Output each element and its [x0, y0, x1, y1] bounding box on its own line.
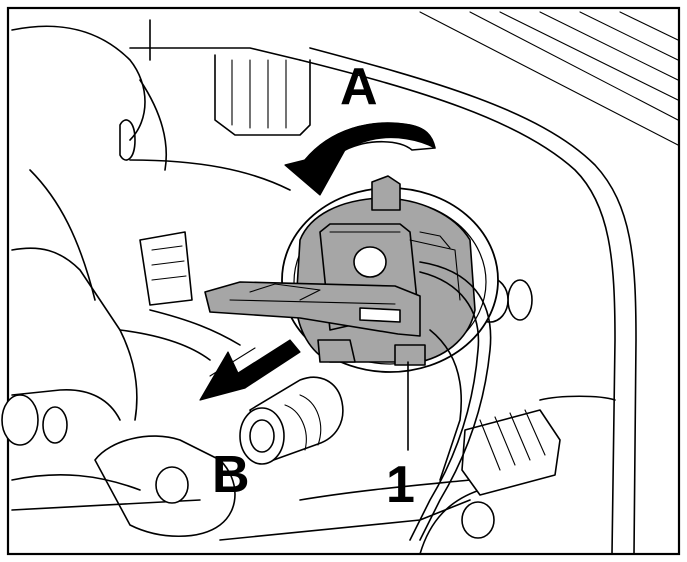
label-a: A	[340, 58, 378, 116]
label-1: 1	[386, 456, 415, 514]
background-linework	[1, 11, 679, 555]
pull-arrow-b	[199, 339, 301, 401]
removed-bulb	[239, 376, 344, 465]
wires	[409, 261, 492, 541]
label-b: B	[212, 446, 250, 504]
release-lever	[204, 281, 421, 337]
rotation-arrow-a	[284, 122, 436, 196]
